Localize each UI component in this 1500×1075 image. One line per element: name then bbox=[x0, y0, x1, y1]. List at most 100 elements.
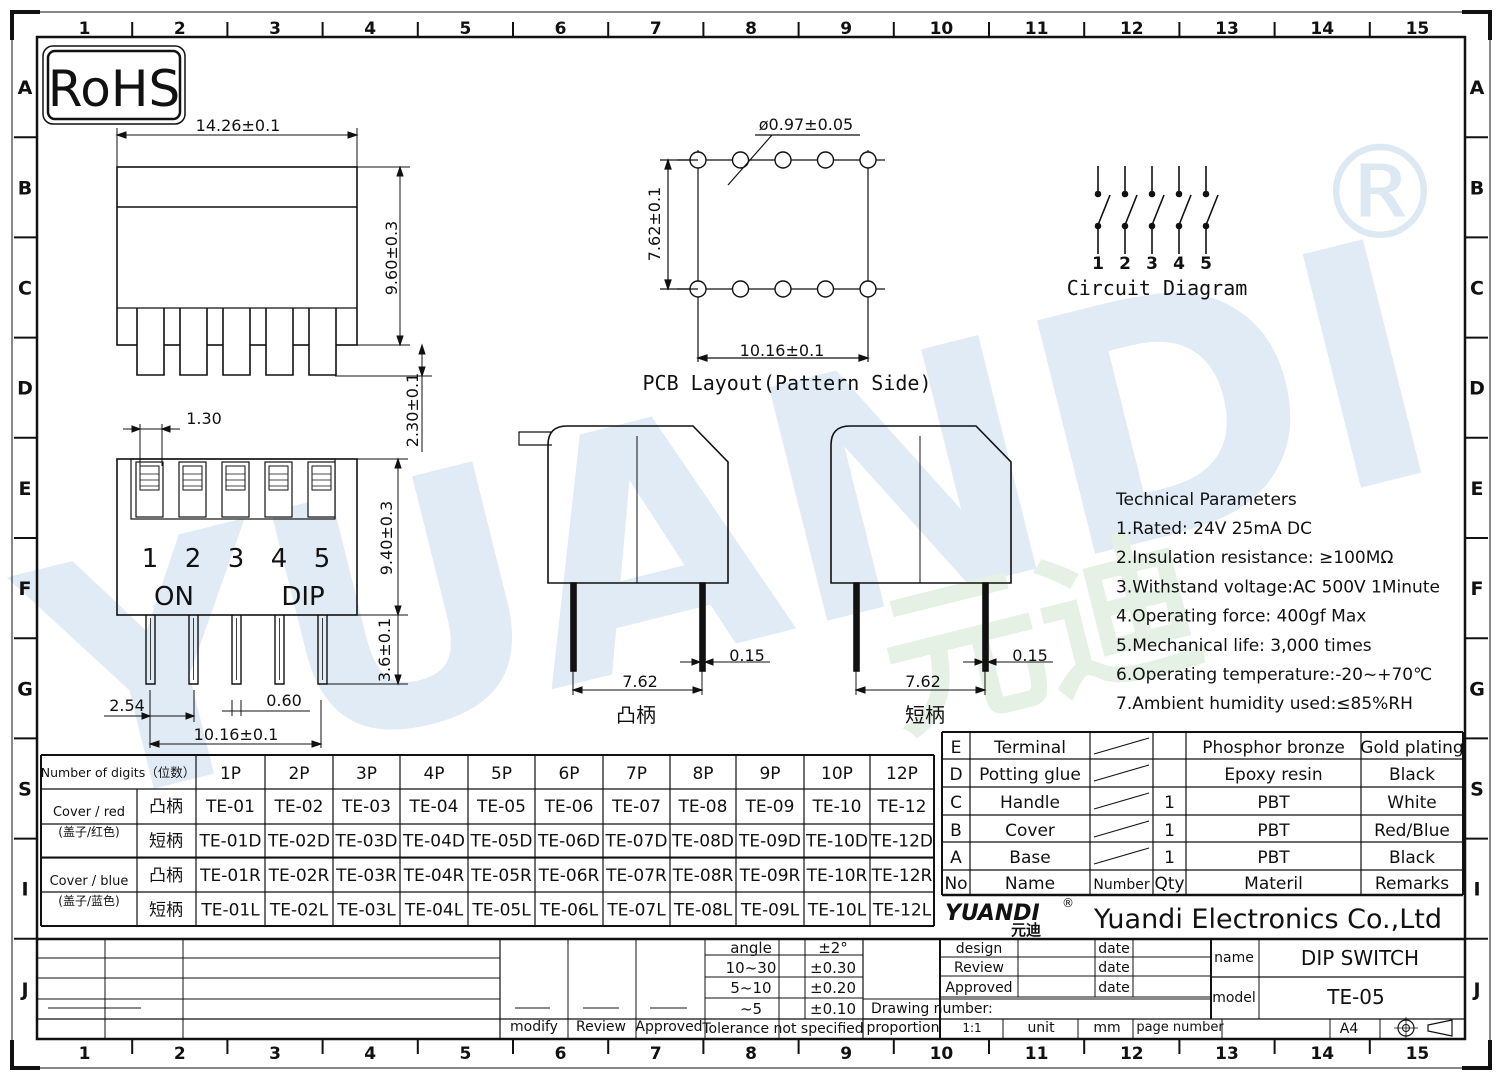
circuit-contact bbox=[1094, 190, 1102, 198]
scale-value: 1:1 bbox=[962, 1021, 981, 1035]
model-cell: TE-01D bbox=[199, 832, 262, 852]
tolerance-footer: Tolerance not specified bbox=[701, 1021, 863, 1037]
bom-cell: Black bbox=[1389, 765, 1435, 785]
model-cell: TE-03 bbox=[341, 797, 391, 817]
model-cell: TE-07R bbox=[605, 866, 667, 886]
model-cell: TE-07L bbox=[606, 901, 666, 921]
model-group-label-en: Cover / red bbox=[53, 805, 125, 820]
model-group-label-en: Cover / blue bbox=[50, 874, 129, 889]
col-number-bottom: 13 bbox=[1215, 1044, 1239, 1064]
model-cell: TE-02D bbox=[267, 832, 330, 852]
col-number-top: 10 bbox=[930, 19, 954, 39]
col-number-bottom: 1 bbox=[79, 1044, 91, 1064]
sign-date: date bbox=[1098, 960, 1130, 976]
model-cell: TE-02L bbox=[269, 901, 329, 921]
col-number-top: 1 bbox=[79, 19, 91, 39]
model-cell: TE-04 bbox=[409, 797, 459, 817]
pcb-layout bbox=[660, 134, 885, 362]
col-number-top: 4 bbox=[364, 19, 376, 39]
bom-cell: Epoxy resin bbox=[1224, 765, 1322, 785]
model-group-label-cn: (盖子/蓝色) bbox=[58, 894, 119, 908]
unit-value: mm bbox=[1093, 1020, 1120, 1036]
bom-header: Remarks bbox=[1375, 874, 1449, 894]
model-position: 5P bbox=[491, 764, 512, 784]
model-cell: TE-05R bbox=[470, 866, 532, 886]
company-logo-cn: 元迪 bbox=[1011, 921, 1041, 939]
pcb-hole-dim: ø0.97±0.05 bbox=[759, 115, 853, 134]
bom-cell: PBT bbox=[1257, 793, 1290, 813]
tech-item: 5.Mechanical life: 3,000 times bbox=[1116, 636, 1372, 656]
switch-actuator bbox=[139, 465, 160, 491]
bom-cell: Gold plating bbox=[1360, 738, 1463, 758]
col-number-top: 8 bbox=[745, 19, 757, 39]
tolerance-range: ~5 bbox=[740, 1000, 762, 1018]
model-cell: TE-09L bbox=[740, 901, 800, 921]
model-cell: TE-07D bbox=[605, 832, 668, 852]
model-position: 4P bbox=[423, 764, 444, 784]
top-switch-number: 3 bbox=[228, 544, 245, 574]
model-position: 1P bbox=[220, 764, 241, 784]
model-cell: TE-09R bbox=[739, 866, 801, 886]
company-logo-reg: ® bbox=[1062, 896, 1074, 910]
model-cell: TE-04R bbox=[403, 866, 465, 886]
col-number-top: 6 bbox=[555, 19, 567, 39]
circuit-contact bbox=[1148, 190, 1156, 198]
model-cell: TE-10L bbox=[807, 901, 867, 921]
bom-header: Materil bbox=[1244, 874, 1303, 894]
bom-cell: Potting glue bbox=[979, 765, 1081, 785]
bom-header: No bbox=[944, 874, 967, 894]
rohs-badge: RoHS bbox=[42, 45, 186, 125]
model-row-type: 凸柄 bbox=[149, 866, 183, 886]
bom-cell: D bbox=[949, 765, 962, 785]
sign-date: date bbox=[1098, 941, 1130, 957]
front-pin bbox=[308, 308, 337, 376]
unit-label: unit bbox=[1027, 1020, 1055, 1036]
pcb-width-dim: 10.16±0.1 bbox=[740, 341, 825, 360]
top-view bbox=[104, 424, 408, 748]
revision-label: Review bbox=[576, 1019, 626, 1035]
model-position: 3P bbox=[356, 764, 377, 784]
model-cell: TE-10R bbox=[806, 866, 868, 886]
bom-cell: C bbox=[950, 793, 962, 813]
tech-item: 1.Rated: 24V 25mA DC bbox=[1116, 519, 1312, 539]
rohs-text: RoHS bbox=[48, 60, 180, 118]
model-header-label: Number of digits（位数） bbox=[41, 765, 195, 780]
top-span-dim: 10.16±0.1 bbox=[194, 725, 279, 744]
drawing-number-label: Drawing number: bbox=[871, 1001, 993, 1017]
col-number-bottom: 3 bbox=[269, 1044, 281, 1064]
bom-number-slash bbox=[1093, 737, 1150, 755]
model-cell: TE-04D bbox=[402, 832, 465, 852]
pcb-hole bbox=[731, 280, 750, 298]
model-cell: TE-08L bbox=[673, 901, 733, 921]
page-number-label: page number bbox=[1136, 1020, 1224, 1035]
pcb-hole bbox=[774, 151, 792, 169]
bom-cell: Phosphor bronze bbox=[1202, 738, 1345, 758]
model-cell: TE-05 bbox=[476, 797, 526, 817]
bom-cell: Black bbox=[1389, 848, 1435, 868]
col-number-bottom: 8 bbox=[745, 1044, 757, 1064]
switch-actuator bbox=[268, 465, 289, 491]
front-height-dim: 9.60±0.3 bbox=[382, 221, 401, 295]
bom-cell: Terminal bbox=[993, 738, 1066, 758]
circuit-blade bbox=[1151, 194, 1165, 226]
bom-header: Qty bbox=[1154, 874, 1184, 894]
bom-cell: PBT bbox=[1257, 848, 1290, 868]
top-slot-dim: 1.30 bbox=[186, 409, 222, 428]
col-number-bottom: 5 bbox=[459, 1044, 471, 1064]
sign-label: Approved bbox=[945, 980, 1012, 996]
col-number-bottom: 2 bbox=[174, 1044, 186, 1064]
row-letter-left: G bbox=[17, 678, 33, 700]
model-position: 2P bbox=[288, 764, 309, 784]
circuit-blade bbox=[1097, 194, 1111, 226]
model-position: 8P bbox=[692, 764, 713, 784]
bom-number-slash bbox=[1093, 820, 1150, 838]
title-block: angle±2°10~30±0.305~10±0.20~5±0.10Tolera… bbox=[37, 937, 1465, 1039]
row-letter-right: F bbox=[1471, 578, 1484, 600]
circuit-contact bbox=[1175, 222, 1183, 230]
circuit-blade bbox=[1205, 194, 1219, 226]
model-cell: TE-12L bbox=[872, 901, 932, 921]
model-cell: TE-09D bbox=[738, 832, 801, 852]
